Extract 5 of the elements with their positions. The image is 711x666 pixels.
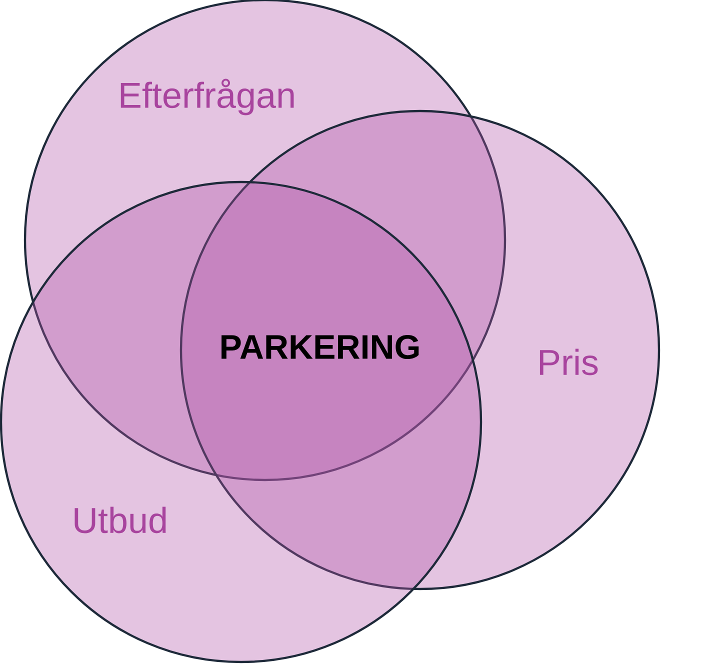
center-label: PARKERING <box>222 334 419 360</box>
circle-label: Efterfrågan <box>120 78 294 116</box>
circle-label: Utbud <box>74 506 166 534</box>
venn-circle <box>0 180 482 664</box>
circle-label: Pris <box>540 348 598 376</box>
